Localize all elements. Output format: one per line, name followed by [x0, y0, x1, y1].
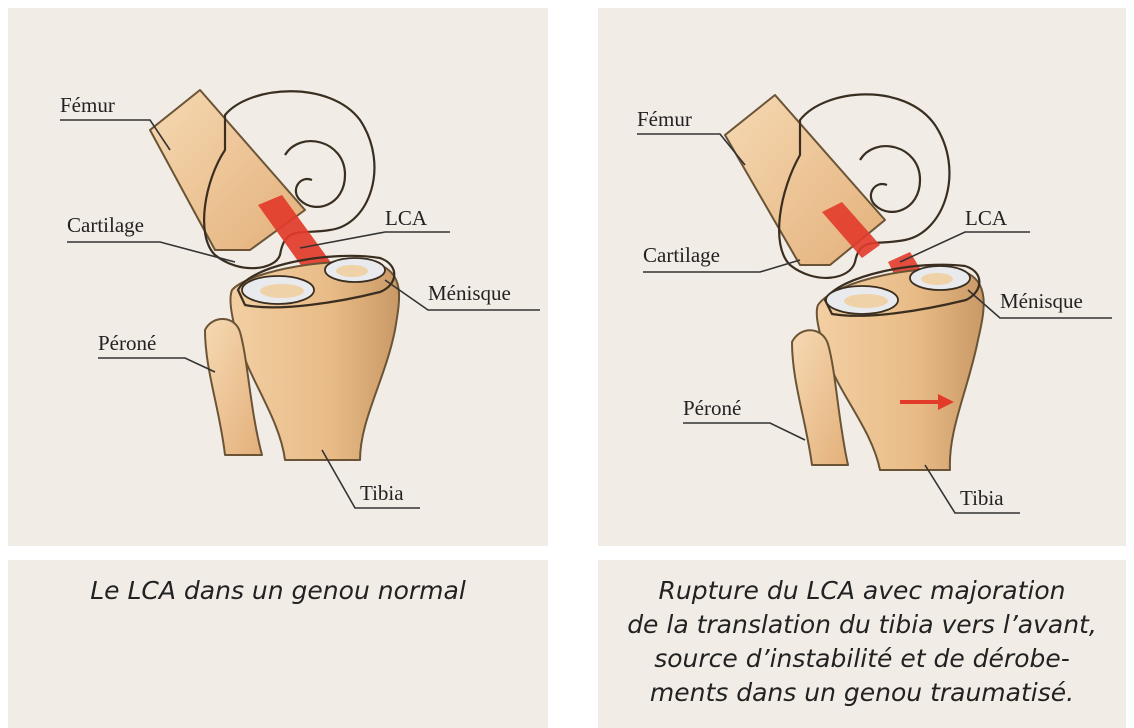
plateau-bone-lateral — [844, 294, 888, 308]
leader-perone — [683, 423, 805, 440]
plateau-bone-medial — [336, 265, 368, 277]
leader-cartilage — [67, 242, 235, 262]
plateau-bone-medial — [921, 273, 953, 285]
label-cartilage: Cartilage — [67, 213, 144, 237]
leader-lca — [300, 232, 450, 248]
label-menisque: Ménisque — [428, 281, 511, 305]
label-tibia: Tibia — [960, 486, 1004, 510]
label-lca: LCA — [385, 206, 428, 230]
label-lca: LCA — [965, 206, 1008, 230]
left-knee — [150, 90, 399, 460]
label-perone: Péroné — [683, 396, 741, 420]
label-perone: Péroné — [98, 331, 156, 355]
label-menisque: Ménisque — [1000, 289, 1083, 313]
leader-perone — [98, 358, 215, 372]
leader-lca — [900, 232, 1030, 262]
right-knee — [725, 94, 984, 470]
label-femur: Fémur — [60, 93, 115, 117]
label-cartilage: Cartilage — [643, 243, 720, 267]
label-tibia: Tibia — [360, 481, 404, 505]
plateau-bone-lateral — [260, 284, 304, 298]
label-femur: Fémur — [637, 107, 692, 131]
